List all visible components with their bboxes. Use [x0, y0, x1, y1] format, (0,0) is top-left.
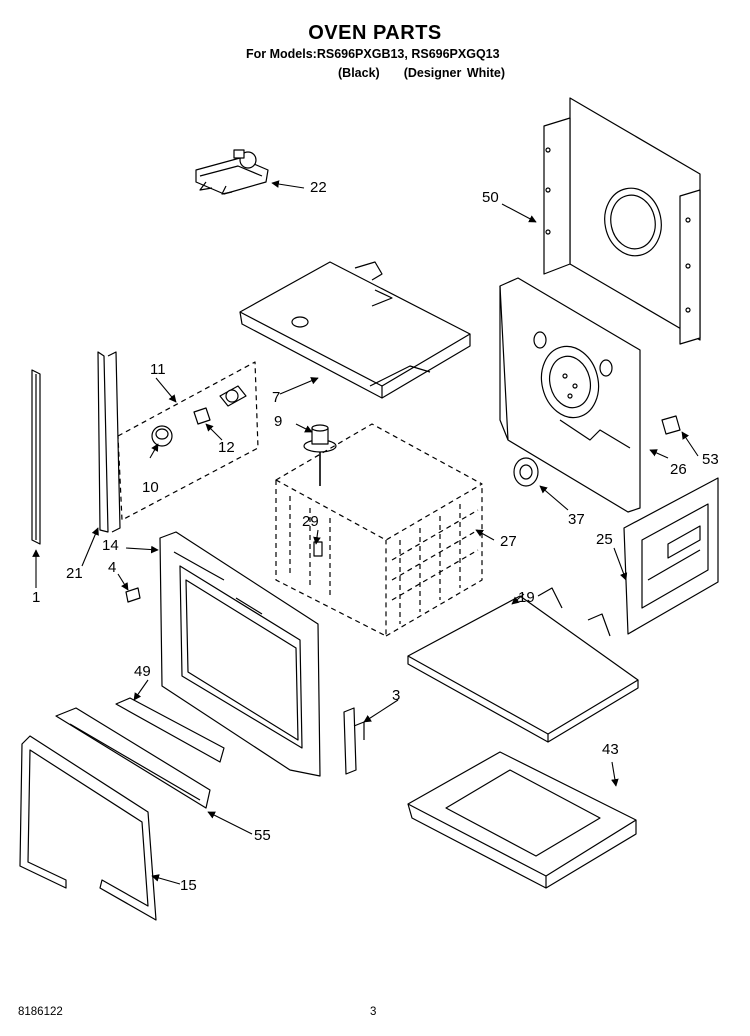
- callout-29: 29: [302, 513, 319, 530]
- part-49-rail: [115, 697, 225, 763]
- part-11-hardware-group: [117, 361, 259, 521]
- callout-43: 43: [602, 741, 619, 758]
- callout-55: 55: [254, 827, 271, 844]
- callout-49: 49: [134, 663, 151, 680]
- part-4-screw: [125, 587, 141, 603]
- callout-7: 7: [272, 389, 281, 406]
- variant-white-label: (Designer White): [403, 66, 505, 80]
- part-14-door-frame: [159, 531, 321, 777]
- callout-15: 15: [180, 877, 197, 894]
- callout-53: 53: [702, 451, 719, 468]
- part-25-side-panel: [623, 477, 719, 635]
- callout-14: 14: [102, 537, 119, 554]
- callout-3: 3: [392, 687, 401, 704]
- callout-22: 22: [310, 179, 327, 196]
- part-27-oven-cavity: [275, 423, 483, 637]
- variant-black-label: (Black): [338, 66, 380, 80]
- part-15-door-gasket: [19, 735, 157, 921]
- callout-25: 25: [596, 531, 613, 548]
- part-37-gasket: [513, 457, 539, 487]
- part-22-switch-assembly: [195, 149, 269, 195]
- part-1-vent-strip: [31, 369, 41, 545]
- callout-9: 9: [274, 413, 283, 430]
- part-53-clip: [661, 415, 681, 435]
- color-variants: (Black) (Designer White): [338, 66, 505, 80]
- model-numbers: For Models:RS696PXGB13, RS696PXGQ13: [246, 47, 500, 61]
- callout-1: 1: [32, 589, 41, 606]
- document-number: 8186122: [18, 1006, 63, 1018]
- callout-11: 11: [150, 361, 166, 378]
- part-21-side-trim: [97, 351, 121, 533]
- callout-50: 50: [482, 189, 499, 206]
- part-55-vent-trim: [55, 707, 211, 809]
- page-number: 3: [370, 1006, 377, 1018]
- callout-19: 19: [518, 589, 535, 606]
- callout-4: 4: [108, 559, 117, 576]
- part-19-bottom-tray: [407, 587, 639, 743]
- part-29-bracket: [313, 541, 323, 557]
- part-9-sensor: [303, 424, 337, 486]
- callout-26: 26: [670, 461, 687, 478]
- callout-27: 27: [500, 533, 517, 550]
- callout-21: 21: [66, 565, 83, 582]
- part-3-bracket: [343, 707, 365, 775]
- callout-12: 12: [218, 439, 235, 456]
- part-50-back-panel: [543, 97, 701, 345]
- callout-37: 37: [568, 511, 585, 528]
- part-43-bottom-pan: [407, 751, 637, 889]
- callout-10: 10: [142, 479, 159, 496]
- part-26-fan-cover: [499, 277, 641, 513]
- page-title: OVEN PARTS: [308, 22, 442, 44]
- part-7-top-shield: [239, 261, 471, 399]
